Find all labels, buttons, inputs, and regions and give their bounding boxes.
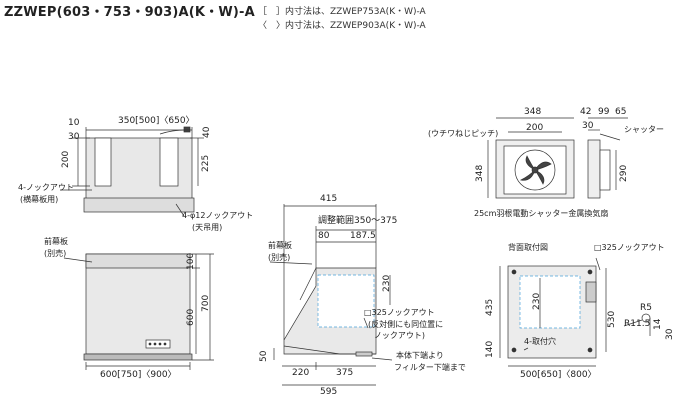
back-dim-140: 140 [485, 340, 495, 358]
side-dim-415: 415 [320, 194, 338, 204]
side-knockout-label: □325ノックアウト [364, 308, 435, 317]
power-cord [159, 129, 187, 135]
back-view-drawing [499, 257, 651, 367]
fan-dim-42: 42 [580, 107, 592, 117]
top-dim-10: 10 [68, 118, 80, 128]
back-title: 背面取付図 [508, 243, 548, 252]
back-dim-530: 530 [607, 310, 617, 328]
side-knockout-note1: (反対側にも同位置に [368, 320, 444, 329]
top-dim-30: 30 [68, 132, 80, 142]
front-view-drawing [63, 253, 214, 370]
front-panel-label: 前幕板 [44, 237, 68, 246]
top-width-dim: 350[500]〈650〉 [118, 116, 195, 126]
side-knockout-note2: ノックアウト) [374, 331, 425, 340]
back-dim-435: 435 [485, 298, 495, 316]
side-view-drawing [269, 204, 393, 386]
top-knockout-label: 4-ノックアウト [18, 183, 74, 192]
side-dim-375: 375 [336, 368, 354, 378]
top-knockout-sublabel: (横幕板用) [20, 195, 59, 204]
side-dim-187: 187.5 [350, 231, 376, 241]
front-panel-optional [85, 253, 191, 269]
side-panel-sublabel: (別売) [268, 253, 291, 262]
back-dim-230: 230 [532, 292, 542, 310]
back-dim-r11: R11.5 [624, 319, 651, 329]
side-dim-220: 220 [292, 368, 310, 378]
front-view-body [85, 253, 191, 355]
dimension-note-903: 〈 〉内寸法は、ZZWEP903A(K・W)-A [258, 21, 426, 31]
top-mount-bracket-right [159, 137, 179, 187]
top-hole-label: 4-φ12ノックアウト [182, 211, 254, 220]
side-bottom-note2: フィルター下端まで [394, 363, 466, 372]
side-dim-595: 595 [320, 387, 338, 397]
control-panel [145, 339, 171, 349]
fan-caption: 25cm羽根電動シャッター金属換気扇 [474, 209, 609, 218]
top-view-drawing [60, 126, 204, 217]
top-mount-bracket-left [94, 137, 112, 187]
back-dim-30: 30 [665, 328, 675, 340]
front-dim-100: 100 [186, 252, 196, 270]
fan-dim-290: 290 [619, 164, 629, 182]
top-dim-200: 200 [61, 150, 71, 168]
back-holes-label: 4-取付穴 [524, 337, 556, 346]
fan-shutter-label: シャッター [624, 125, 664, 134]
fan-pitch-label: (ウチワねじピッチ) [428, 129, 499, 138]
back-dim-r5: R5 [640, 303, 652, 313]
fan-dim-30: 30 [582, 121, 594, 131]
fan-dim-348-vertical: 348 [475, 164, 485, 182]
front-dim-700: 700 [201, 294, 211, 312]
back-knockout [519, 275, 581, 329]
fan-blade-circle [514, 149, 556, 191]
page-title: ZZWEP(603・753・903)A(K・W)-A [4, 5, 255, 20]
front-panel-sublabel: (別売) [44, 249, 67, 258]
front-dim-600: 600 [186, 308, 196, 326]
fan-dim-348: 348 [524, 107, 542, 117]
front-filter-bottom [83, 353, 193, 361]
fan-dim-65: 65 [615, 107, 627, 117]
side-panel-label: 前幕板 [268, 241, 292, 250]
side-dim-80: 80 [318, 231, 330, 241]
side-knockout [317, 274, 375, 328]
back-dim-14: 14 [653, 318, 663, 330]
fan-drawing [487, 117, 628, 199]
fan-side [587, 139, 601, 199]
fan-dim-200: 200 [526, 123, 544, 133]
fan-dim-99: 99 [598, 107, 610, 117]
front-width-dim: 600[750]〈900〉 [100, 370, 177, 380]
side-bottom-note1: 本体下端より [396, 351, 444, 360]
back-width-dim: 500[650]〈800〉 [520, 370, 597, 380]
back-knockout-label: □325ノックアウト [594, 243, 665, 252]
side-adjust-range: 調整範囲350〜375 [318, 216, 398, 226]
cord-plug [183, 126, 191, 133]
dimension-note-753: ［ ］内寸法は、ZZWEP753A(K・W)-A [258, 7, 426, 17]
top-dim-225: 225 [201, 154, 211, 172]
top-hole-sublabel: (天吊用) [192, 223, 223, 232]
side-dim-230: 230 [382, 274, 392, 292]
side-dim-50: 50 [259, 350, 269, 362]
top-dim-40: 40 [202, 126, 212, 138]
